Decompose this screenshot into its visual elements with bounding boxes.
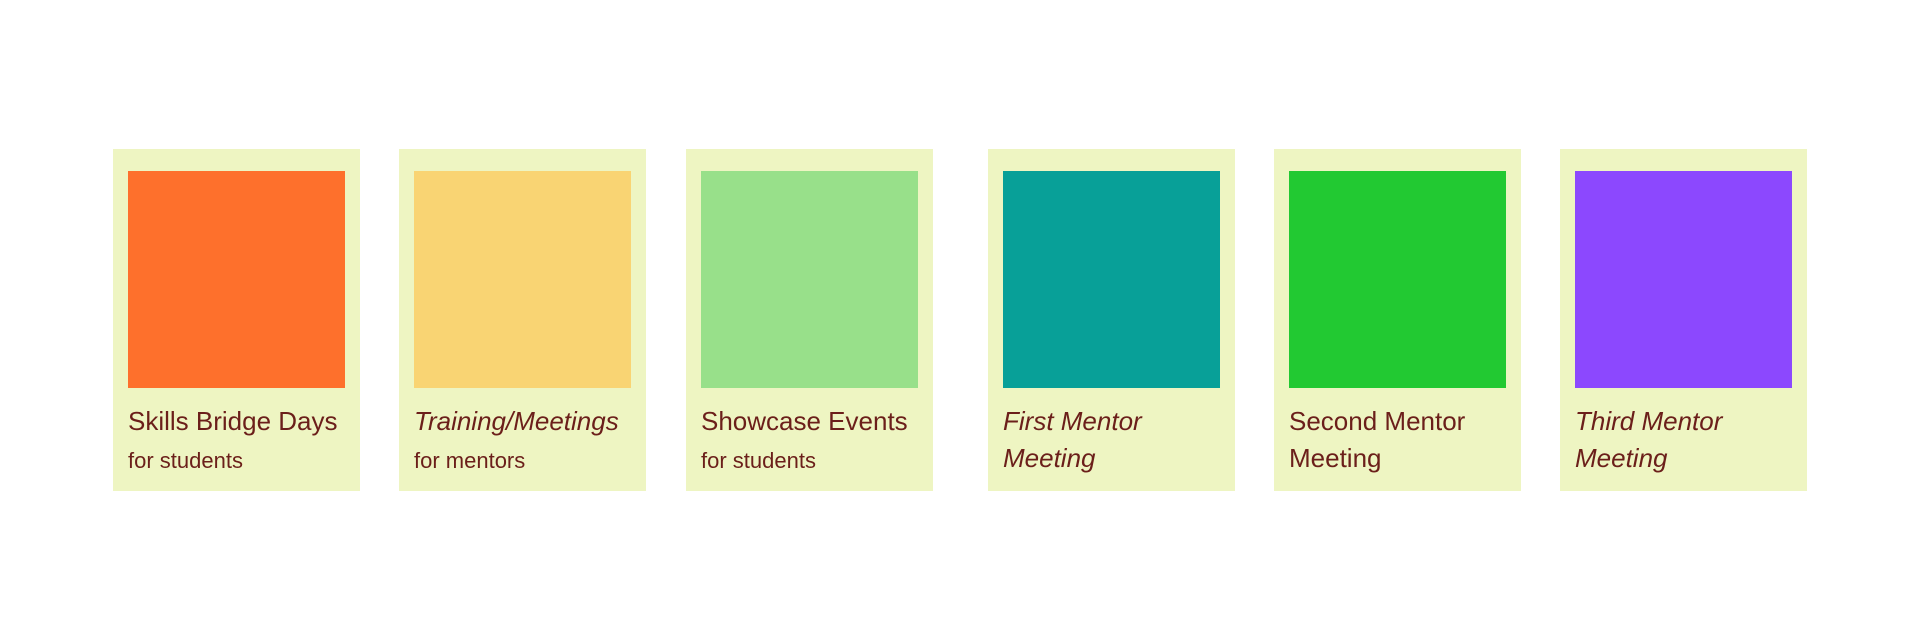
legend-card-second-mentor-meeting: Second Mentor Meeting bbox=[1274, 149, 1521, 491]
legend-card-first-mentor-meeting: First Mentor Meeting bbox=[988, 149, 1235, 491]
card-title: Second Mentor Meeting bbox=[1289, 406, 1466, 473]
card-title: Showcase Events bbox=[701, 406, 908, 436]
legend-card-third-mentor-meeting: Third Mentor Meeting bbox=[1560, 149, 1807, 491]
legend-card-training-meetings: Training/Meetings for mentors bbox=[399, 149, 646, 491]
color-swatch-purple bbox=[1575, 171, 1792, 388]
color-swatch-yellow bbox=[414, 171, 631, 388]
legend-card-skills-bridge-days: Skills Bridge Days for students bbox=[113, 149, 360, 491]
color-swatch-teal bbox=[1003, 171, 1220, 388]
card-title: First Mentor Meeting bbox=[1003, 406, 1142, 473]
card-title: Third Mentor Meeting bbox=[1575, 406, 1723, 473]
card-title: Skills Bridge Days bbox=[128, 406, 338, 436]
legend-card-showcase-events: Showcase Events for students bbox=[686, 149, 933, 491]
color-swatch-orange bbox=[128, 171, 345, 388]
color-swatch-light-green bbox=[701, 171, 918, 388]
card-subtitle: for students bbox=[701, 448, 816, 473]
card-subtitle: for students bbox=[128, 448, 243, 473]
color-swatch-green bbox=[1289, 171, 1506, 388]
card-title: Training/Meetings bbox=[414, 406, 619, 436]
card-subtitle: for mentors bbox=[414, 448, 526, 473]
